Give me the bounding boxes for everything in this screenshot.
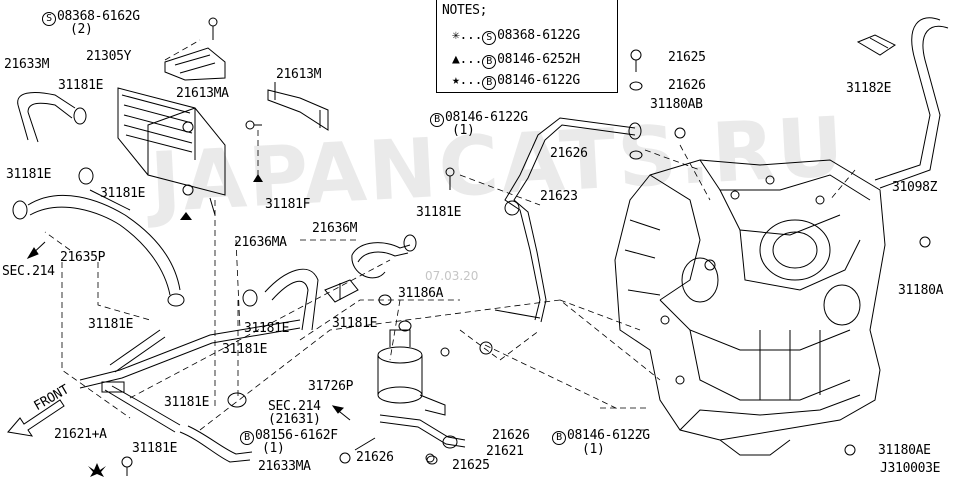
label-sec-214-b[interactable]: SEC.214	[268, 399, 321, 414]
note-symbol-star: ★	[452, 73, 460, 88]
note-symbol-asterisk: ✳	[452, 28, 460, 43]
label-21633m[interactable]: 21633M	[4, 57, 50, 72]
markers	[88, 174, 263, 477]
label-21636m[interactable]: 21636M	[312, 221, 358, 236]
bolts-right-shape	[425, 49, 931, 463]
filter-31726p-shape	[377, 294, 450, 416]
b-circle-icon: B	[552, 431, 566, 445]
label-31181e-h[interactable]: 31181E	[222, 342, 268, 357]
label-21636ma[interactable]: 21636MA	[234, 235, 287, 250]
label-31180a[interactable]: 31180A	[898, 283, 944, 298]
front-arrow	[7, 399, 65, 437]
label-31181e-a[interactable]: 31181E	[58, 78, 104, 93]
label-21625-a[interactable]: 21625	[452, 458, 490, 473]
label-31181e-b[interactable]: 31181E	[6, 167, 52, 182]
label-31181e-c[interactable]: 31181E	[100, 186, 146, 201]
label-31182e[interactable]: 31182E	[846, 81, 892, 96]
notes-title: NOTES;	[442, 3, 488, 18]
label-21626-d[interactable]: 21626	[668, 78, 706, 93]
label-31726p[interactable]: 31726P	[308, 379, 354, 394]
label-31180ae[interactable]: 31180AE	[878, 443, 931, 458]
label-21305y[interactable]: 21305Y	[86, 49, 132, 64]
pipe-21623-shape	[445, 117, 642, 355]
label-21626-c[interactable]: 21626	[550, 146, 588, 161]
label-qty-1-b: (1)	[452, 123, 475, 138]
label-21625-b[interactable]: 21625	[668, 50, 706, 65]
note-part-2: 08146-6252H	[497, 52, 580, 67]
label-21613m[interactable]: 21613M	[276, 67, 322, 82]
label-21633ma[interactable]: 21633MA	[258, 459, 311, 474]
label-21613ma[interactable]: 21613MA	[176, 86, 229, 101]
label-31181e-d[interactable]: 31181E	[416, 205, 462, 220]
label-text: 08146-6122G	[567, 428, 650, 443]
pipe-21621a-shape	[79, 319, 301, 433]
b-circle-icon: B	[482, 55, 497, 69]
label-text: 08156-6162F	[255, 428, 338, 443]
label-21621-a[interactable]: 21621+A	[54, 427, 107, 442]
label-31098z[interactable]: 31098Z	[892, 180, 938, 195]
notes-box	[436, 0, 618, 93]
label-21626-a[interactable]: 21626	[356, 450, 394, 465]
hose-21635p-shape	[12, 167, 185, 307]
label-21635p[interactable]: 21635P	[60, 250, 106, 265]
label-21623[interactable]: 21623	[540, 189, 578, 204]
s-circle-icon: S	[42, 12, 56, 26]
label-sec-214-a[interactable]: SEC.214	[2, 264, 55, 279]
oil-cooler-shape	[117, 87, 226, 216]
date-stamp: 07.03.20	[425, 269, 479, 283]
label-31180ab[interactable]: 31180AB	[650, 97, 703, 112]
label-sec-214-b-sub: (21631)	[268, 412, 321, 427]
label-text: 08368-6162G	[57, 9, 140, 24]
label-31181e-j[interactable]: 31181E	[132, 441, 178, 456]
leader-lines	[44, 39, 856, 431]
label-21626-b[interactable]: 21626	[492, 428, 530, 443]
label-text: 08146-6122G	[445, 110, 528, 125]
label-31186a[interactable]: 31186A	[398, 286, 444, 301]
label-31181e-g[interactable]: 31181E	[332, 316, 378, 331]
b-circle-icon: B	[482, 76, 497, 90]
label-31181e-e[interactable]: 31181E	[88, 317, 134, 332]
label-31181f[interactable]: 31181F	[265, 197, 311, 212]
b-circle-icon: B	[430, 113, 444, 127]
hose-21636ma-shape	[242, 268, 319, 331]
hose-21633ma-shape	[121, 392, 253, 476]
note-part-1: 08368-6122G	[497, 28, 580, 43]
note-symbol-triangle: ▲	[452, 52, 460, 67]
clip-31181f-shape	[324, 279, 359, 303]
section-arrows	[26, 241, 351, 421]
label-qty-1-c: (1)	[582, 442, 605, 457]
note-part-3: 08146-6122G	[497, 73, 580, 88]
hose-21633m-shape	[17, 92, 87, 143]
pipe-21621-shape	[339, 414, 466, 465]
hose-21636m-shape	[351, 234, 417, 279]
hose-31098z-shape	[856, 17, 949, 189]
s-circle-icon: S	[482, 31, 497, 45]
label-21621[interactable]: 21621	[486, 444, 524, 459]
transmission-shape	[614, 159, 886, 456]
label-qty-2: (2)	[70, 22, 93, 37]
diagram-code: J310003E	[880, 461, 941, 476]
label-31181e-i[interactable]: 31181E	[164, 395, 210, 410]
bracket-21613ma-shape	[164, 17, 226, 81]
bracket-21613m-shape	[245, 82, 329, 131]
label-31181e-f[interactable]: 31181E	[244, 321, 290, 336]
label-qty-1-a: (1)	[262, 441, 285, 456]
b-circle-icon: B	[240, 431, 254, 445]
